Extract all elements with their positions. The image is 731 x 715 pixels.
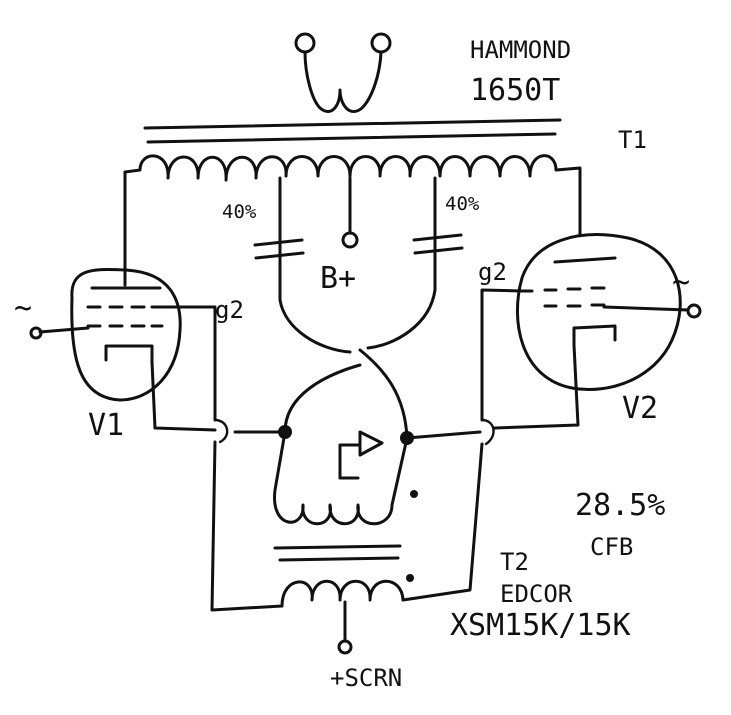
speaker-terminal-right [370,32,392,54]
crossover-hop-right [480,418,495,446]
speaker-terminal-left [294,32,316,54]
supply-label: B+ [320,261,356,296]
v1-envelope [70,267,182,402]
t1-ref-label: T1 [618,126,647,154]
t1-core-line-bottom [146,132,557,144]
v2-plate [553,256,617,264]
v1-cathode [104,344,154,364]
t2-ref-label: T2 [500,548,529,576]
v2-input-terminal [686,303,702,319]
v2-envelope [515,233,682,392]
v2-input-wire [602,305,690,312]
t1-brand-label: HAMMOND [470,36,571,64]
v1-input-terminal [29,326,43,340]
bplus-terminal [341,231,359,249]
tube-v1 [29,267,217,432]
t1-core-line-top [143,118,562,130]
input-right-label: ~ [672,265,690,300]
g2-return-left [210,440,284,612]
v2-cathode [572,324,617,347]
v2-screen-grid [520,286,606,293]
feedback-wire-b [358,348,409,440]
tap-wire-right [366,176,437,350]
t2-model-label: XSM15K/15K [450,608,631,643]
t1-transformer [123,32,582,354]
input-left-label: ~ [14,291,32,326]
tube-v1-label: V1 [88,408,124,443]
tube-v2 [480,233,702,430]
cap-left-plate-a [253,238,304,247]
phase-dot-primary [410,490,418,498]
junction-wire-right [405,430,482,440]
t2-core-line-top [273,544,402,550]
g2-right-label: g2 [478,258,507,286]
t2-transformer [210,348,495,655]
t1-secondary-winding [303,50,383,113]
v2-control-grid [543,303,606,308]
v2-cathode-wire [493,343,580,430]
t2-core-line-bottom [278,556,400,562]
v1-input-wire [38,326,90,334]
tap-right-label: 40% [445,193,480,215]
tube-v2-label: V2 [622,391,658,426]
g2-return-right [401,442,484,602]
feedback-percent-label: 28.5% [575,488,665,523]
feedback-type-label: CFB [590,533,633,561]
t2-primary-winding [273,430,409,526]
cap-left-plate-b [254,251,305,260]
tap-wire-left [278,176,352,354]
v1-cathode-wire [150,360,217,432]
v2-g2-lead [480,288,524,422]
phase-dot-secondary [406,574,414,582]
cap-right-plate-b [413,246,464,255]
t2-brand-label: EDCOR [500,580,573,608]
tap-left-label: 40% [222,201,257,223]
coupling-capacitors [253,233,464,260]
t1-primary-winding [123,154,582,287]
crossover-hop-left [213,418,229,444]
cap-right-plate-a [412,233,463,242]
screen-terminal [337,639,353,655]
screen-supply-label: +SCRN [330,664,402,692]
v1-g2-lead [160,305,217,422]
g2-left-label: g2 [215,296,244,324]
t1-model-label: 1650T [470,73,560,108]
triangle-amplifier-icon [338,430,384,480]
feedback-wire-a [283,363,362,434]
t2-secondary-winding [280,579,405,608]
